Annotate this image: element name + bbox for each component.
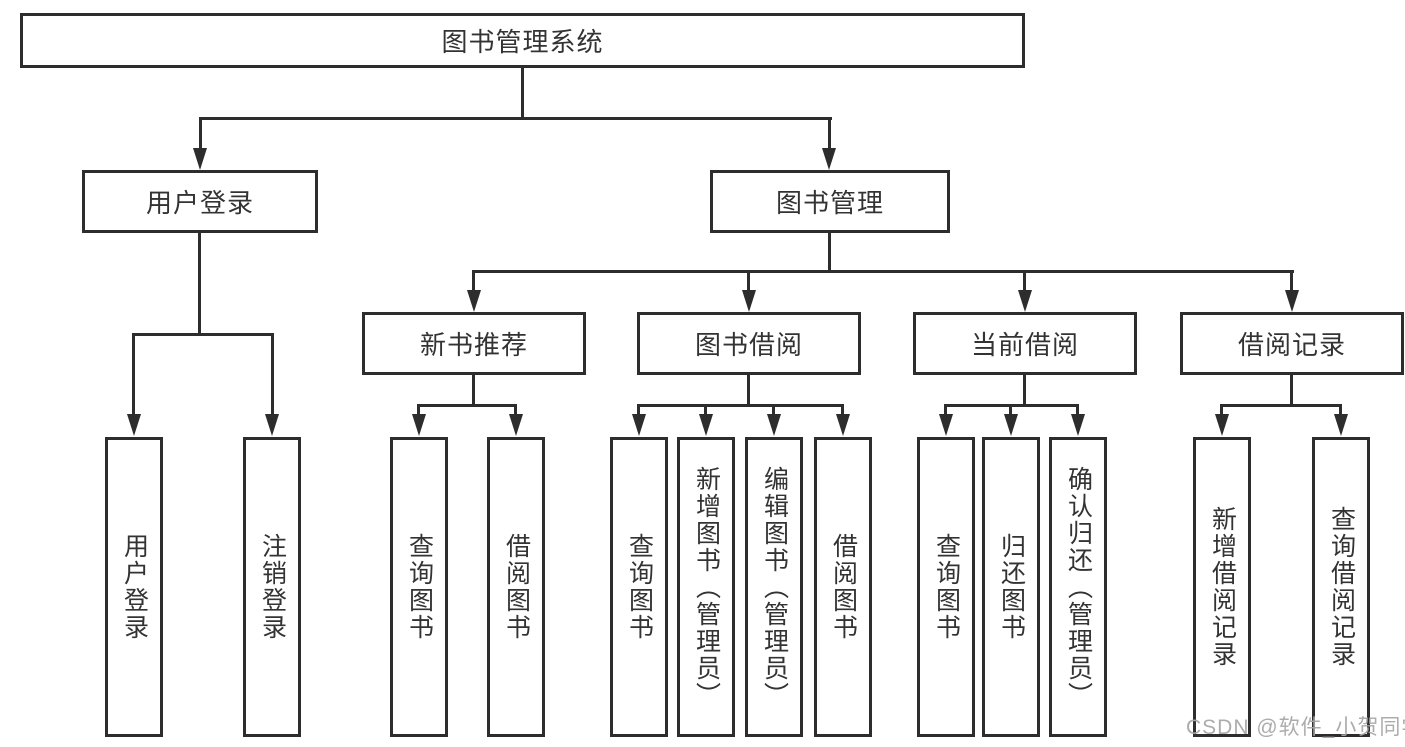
- arrow-down-icon: [412, 414, 426, 436]
- arrow-down-icon: [1071, 414, 1085, 436]
- arrow-down-icon: [1285, 290, 1299, 312]
- leaf-borrowing-add-books-admin: 新增图书（管理员）: [677, 437, 735, 737]
- connector-drop-leaf-user-login: [132, 333, 135, 414]
- leaf-current-return-books: 归还图书: [982, 437, 1040, 737]
- node-book-management: 图书管理: [710, 170, 950, 233]
- leaf-current-confirm-return-admin: 确认归还（管理员）: [1049, 437, 1107, 737]
- leaf-borrowing-query-books: 查询图书: [610, 437, 668, 737]
- arrow-down-icon: [822, 148, 836, 170]
- connector-drop: [944, 404, 947, 416]
- arrow-down-icon: [632, 414, 646, 436]
- connector-level2-rail: [199, 117, 832, 120]
- connector-current-stem: [1023, 375, 1026, 407]
- leaf-current-query-books: 查询图书: [917, 437, 975, 737]
- connector-level3-rail: [472, 270, 1294, 273]
- connector-drop-new-book-recommendation: [472, 270, 475, 292]
- connector-drop: [417, 404, 420, 416]
- arrow-down-icon: [699, 414, 713, 436]
- connector-drop: [637, 404, 640, 416]
- connector-root-stem: [521, 68, 524, 120]
- connector-drop: [841, 404, 844, 416]
- node-current-borrowing: 当前借阅: [913, 312, 1137, 375]
- arrow-down-icon: [127, 414, 141, 436]
- leaf-borrowing-edit-books-admin: 编辑图书（管理员）: [745, 437, 803, 737]
- connector-recommendation-stem: [472, 375, 475, 407]
- node-new-book-recommendation: 新书推荐: [362, 312, 586, 375]
- arrow-down-icon: [1334, 414, 1348, 436]
- leaf-borrowing-borrow-books: 借阅图书: [814, 437, 872, 737]
- leaf-recommend-borrow-books: 借阅图书: [487, 437, 545, 737]
- connector-book-management-stem: [828, 233, 831, 273]
- connector-drop: [772, 404, 775, 416]
- connector-drop-book-borrowing: [747, 270, 750, 292]
- connector-borrowing-stem: [747, 375, 750, 407]
- connector-drop: [1220, 404, 1223, 416]
- arrow-down-icon: [939, 414, 953, 436]
- node-library-management-system: 图书管理系统: [20, 13, 1025, 68]
- connector-drop-book-management: [828, 117, 831, 151]
- connector-records-stem: [1290, 375, 1293, 407]
- connector-drop: [1339, 404, 1342, 416]
- arrow-down-icon: [836, 414, 850, 436]
- leaf-recommend-query-books: 查询图书: [390, 437, 448, 737]
- connector-drop: [704, 404, 707, 416]
- arrow-down-icon: [467, 290, 481, 312]
- arrow-down-icon: [1215, 414, 1229, 436]
- connector-drop-leaf-logout: [271, 333, 274, 414]
- leaf-records-add-record: 新增借阅记录: [1193, 437, 1251, 737]
- connector-user-login-stem: [198, 233, 201, 336]
- connector-drop-user-login: [199, 117, 202, 151]
- connector-drop: [514, 404, 517, 416]
- arrow-down-icon: [742, 290, 756, 312]
- arrow-down-icon: [1004, 414, 1018, 436]
- arrow-down-icon: [1018, 290, 1032, 312]
- connector-borrowing-rail: [637, 404, 844, 407]
- node-book-borrowing: 图书借阅: [637, 312, 861, 375]
- arrow-down-icon: [509, 414, 523, 436]
- leaf-records-query-record: 查询借阅记录: [1312, 437, 1370, 737]
- node-user-login: 用户登录: [82, 170, 318, 233]
- connector-drop-current-borrowing: [1023, 270, 1026, 292]
- arrow-down-icon: [767, 414, 781, 436]
- node-borrowing-records: 借阅记录: [1180, 312, 1404, 375]
- connector-drop: [1009, 404, 1012, 416]
- connector-drop: [1076, 404, 1079, 416]
- connector-records-rail: [1220, 404, 1342, 407]
- leaf-logout: 注销登录: [243, 437, 301, 737]
- arrow-down-icon: [265, 414, 279, 436]
- arrow-down-icon: [193, 148, 207, 170]
- watermark: CSDN @软件_小贺同学: [1186, 716, 1405, 739]
- leaf-user-login: 用户登录: [105, 437, 163, 737]
- connector-recommendation-rail: [417, 404, 517, 407]
- connector-drop-borrowing-records: [1290, 270, 1293, 292]
- connector-user-login-rail: [132, 333, 274, 336]
